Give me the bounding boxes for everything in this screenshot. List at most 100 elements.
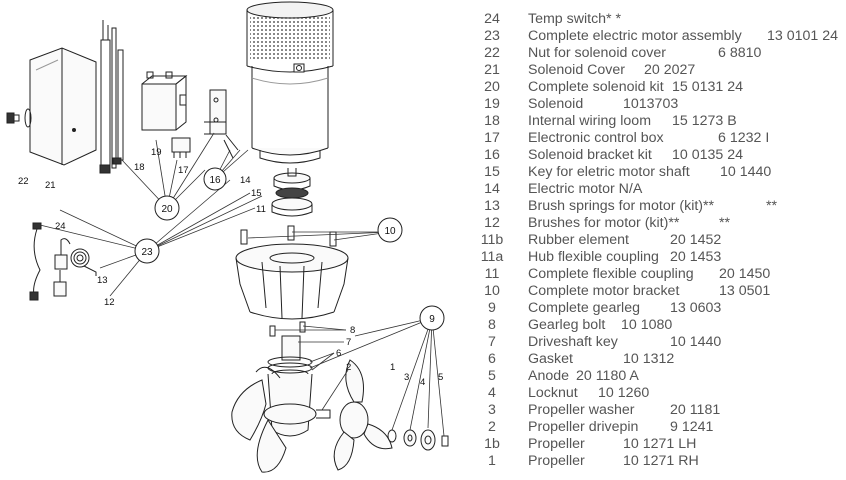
callout-7: 7 bbox=[346, 337, 351, 348]
callout-8: 8 bbox=[350, 325, 355, 336]
anode-bolt-part bbox=[441, 435, 449, 447]
part-number: 23 bbox=[484, 28, 500, 44]
part-description: Temp switch* * bbox=[528, 11, 622, 27]
parts-list: 24 Temp switch* * 23 Complete electric mot… bbox=[474, 11, 846, 470]
callout-4: 4 bbox=[420, 377, 425, 388]
part-code: 1013703 bbox=[623, 96, 679, 112]
part-description: Anode bbox=[528, 368, 570, 384]
part-number: 15 bbox=[484, 164, 500, 180]
brush-spring-part bbox=[70, 248, 97, 276]
brush-part bbox=[53, 238, 71, 297]
part-description: Hub flexible coupling bbox=[528, 249, 659, 265]
gearleg-part bbox=[263, 321, 331, 437]
part-number: 11 bbox=[484, 266, 500, 282]
part-number: 3 bbox=[488, 402, 496, 418]
control-box-part bbox=[171, 137, 191, 158]
part-description: Complete electric motor assembly bbox=[528, 28, 742, 44]
callout-14: 14 bbox=[240, 175, 251, 186]
solenoid-bracket-part bbox=[204, 89, 239, 159]
callout-2: 2 bbox=[346, 362, 351, 373]
part-number: 8 bbox=[488, 317, 496, 333]
part-code: 13 0501 bbox=[719, 283, 771, 299]
propeller-right-part bbox=[333, 359, 393, 471]
part-number: 24 bbox=[484, 11, 500, 27]
part-description: Driveshaft key bbox=[528, 334, 618, 350]
callout-11: 11 bbox=[256, 204, 266, 215]
propeller-washer-part bbox=[387, 429, 397, 443]
part-code: 10 1080 bbox=[621, 317, 673, 333]
part-number: 18 bbox=[484, 113, 500, 129]
part-number: 17 bbox=[484, 130, 500, 146]
part-description: Solenoid bracket kit bbox=[528, 147, 652, 163]
part-row: 11a Hub flexible coupling 20 1453 bbox=[474, 249, 846, 266]
part-description: Brush springs for motor (kit)** bbox=[528, 198, 715, 214]
callout-15: 15 bbox=[251, 188, 262, 199]
part-description: Propeller bbox=[528, 453, 585, 469]
callout-circles bbox=[134, 167, 445, 331]
part-code: 10 1260 bbox=[598, 385, 650, 401]
part-number: 13 bbox=[484, 198, 500, 214]
part-code: 20 1452 bbox=[670, 232, 722, 248]
part-description: Solenoid Cover bbox=[528, 62, 626, 78]
part-row: 5 Anode 20 1180 A bbox=[474, 368, 846, 385]
callout-10: 10 bbox=[384, 226, 396, 237]
motor-bracket-part bbox=[235, 225, 349, 320]
solenoid-part bbox=[141, 71, 188, 131]
anode-part bbox=[420, 429, 436, 451]
part-code: 10 1440 bbox=[670, 334, 722, 350]
solenoid-cover-part bbox=[24, 47, 97, 166]
part-number: 22 bbox=[484, 45, 500, 61]
part-number: 11a bbox=[480, 249, 504, 265]
part-description: Complete motor bracket bbox=[528, 283, 680, 299]
callout-19: 19 bbox=[151, 147, 162, 158]
callout-12: 12 bbox=[104, 297, 115, 308]
part-number: 1b bbox=[484, 436, 500, 452]
callout-13: 13 bbox=[97, 275, 108, 286]
part-code: 10 1271 RH bbox=[623, 453, 699, 469]
part-number: 20 bbox=[484, 79, 500, 95]
part-number: 5 bbox=[488, 368, 496, 384]
part-code: ** bbox=[766, 198, 778, 214]
flexible-coupling-part bbox=[271, 168, 313, 217]
part-code: ** bbox=[719, 215, 731, 231]
part-code: 20 1450 bbox=[719, 266, 771, 282]
part-row: 24 Temp switch* * bbox=[474, 11, 846, 28]
part-row: 4 Locknut 10 1260 bbox=[474, 385, 846, 402]
part-number: 4 bbox=[488, 385, 496, 401]
part-description: Brushes for motor (kit)** bbox=[528, 215, 680, 231]
part-row: 20 Complete solenoid kit 15 0131 24 bbox=[474, 79, 846, 96]
callout-24: 24 bbox=[55, 221, 66, 232]
part-row: 8 Gearleg bolt 10 1080 bbox=[474, 317, 846, 334]
propeller-left-part bbox=[231, 366, 287, 473]
part-description: Complete solenoid kit bbox=[528, 79, 664, 95]
wiring-loom-part bbox=[99, 20, 124, 174]
part-code: 15 0131 24 bbox=[672, 79, 744, 95]
part-code: 10 1271 LH bbox=[623, 436, 697, 452]
part-description: Propeller drivepin bbox=[528, 419, 639, 435]
part-description: Locknut bbox=[528, 385, 578, 401]
part-code: 6 1232 I bbox=[718, 130, 770, 146]
part-description: Propeller bbox=[528, 436, 585, 452]
part-number: 14 bbox=[484, 181, 500, 197]
part-number: 19 bbox=[484, 96, 500, 112]
part-code: 20 1453 bbox=[670, 249, 722, 265]
part-code: 15 1273 B bbox=[672, 113, 737, 129]
part-code: 20 1180 A bbox=[576, 368, 639, 384]
callout-3: 3 bbox=[404, 372, 409, 383]
part-number: 9 bbox=[488, 300, 496, 316]
part-description: Gearleg bolt bbox=[528, 317, 606, 333]
callout-1: 1 bbox=[390, 362, 395, 373]
callout-9: 9 bbox=[429, 314, 435, 325]
part-number: 7 bbox=[488, 334, 496, 350]
